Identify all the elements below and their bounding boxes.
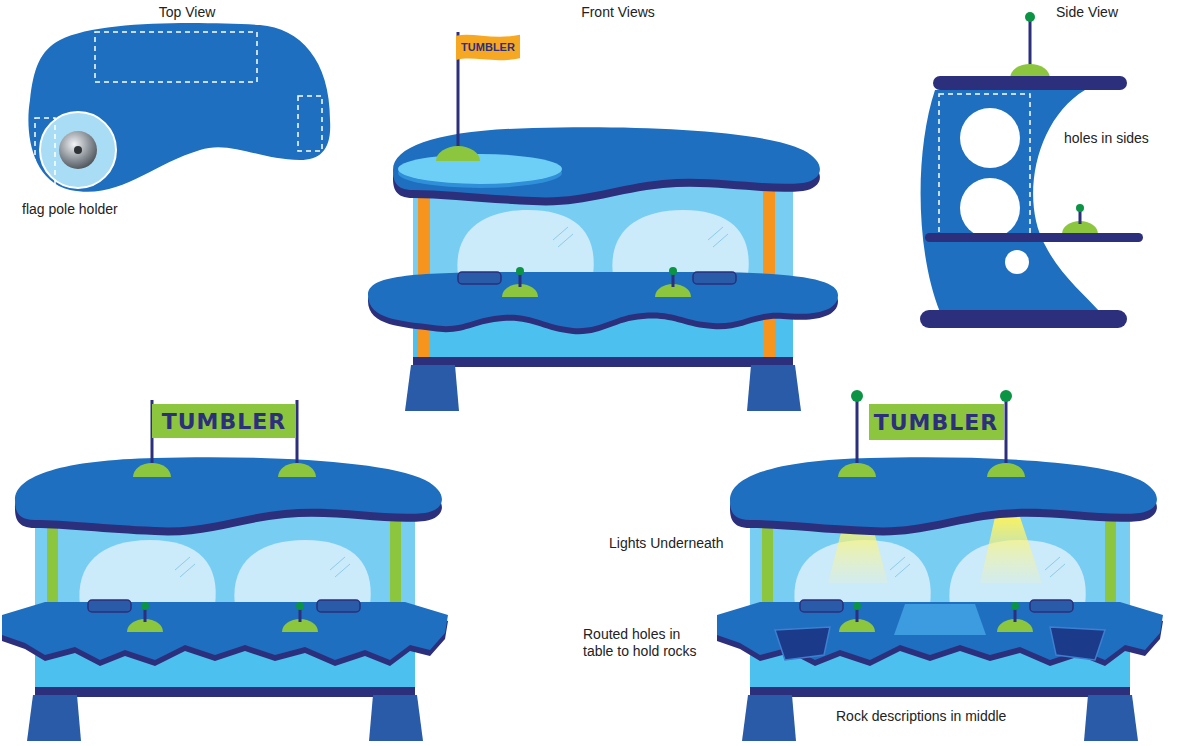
callout-label: flag pole holder [22, 201, 118, 218]
coin-slot [317, 600, 360, 612]
coin-slot [1030, 600, 1073, 612]
kiosk-top [15, 457, 442, 535]
top-view [28, 23, 330, 192]
sign-banner: TUMBLER [152, 404, 296, 438]
kiosk-table [717, 602, 1163, 666]
side-hole [1005, 250, 1029, 274]
callout-label: holes in sides [1064, 130, 1149, 147]
sign-pole [1005, 397, 1008, 471]
base-shelf [920, 310, 1127, 328]
light-beam [980, 517, 1042, 583]
hidden-outline [298, 96, 322, 151]
kiosk-base [405, 357, 801, 411]
pole-holder-dome [278, 463, 316, 477]
flag-banner: TUMBLER [456, 33, 520, 61]
sign-text: TUMBLER [162, 409, 287, 434]
hidden-outline [35, 118, 55, 184]
front-view-banner [2, 400, 448, 741]
joystick [1062, 204, 1098, 234]
flag-cloth [456, 35, 520, 60]
coin-slot [88, 600, 131, 612]
sign-text: TUMBLER [874, 410, 999, 435]
joystick [839, 602, 875, 632]
joystick [127, 602, 163, 632]
table-shelf [925, 233, 1143, 242]
callout-label: Routed holes in table to hold rocks [583, 626, 713, 660]
pole-ball [1000, 390, 1012, 402]
hidden-outline [939, 94, 1030, 234]
flag-holder-disc [40, 112, 116, 188]
routed-hole [775, 627, 830, 660]
callout-label: Lights Underneath [609, 535, 723, 552]
sign-pole [856, 397, 859, 471]
side-hole [960, 178, 1020, 238]
flag-disc [398, 154, 562, 184]
pole-ball [1025, 12, 1035, 22]
coin-slot [800, 600, 843, 612]
rock-description-panel [894, 604, 986, 635]
pole-holder-dome [1010, 64, 1050, 78]
kiosk-panel [750, 510, 1130, 690]
view-heading: Front Views [581, 4, 655, 21]
side-hole [960, 108, 1020, 168]
sign-banner: TUMBLER [869, 404, 1004, 440]
kiosk-table [2, 602, 448, 666]
flag-pole-holder [59, 131, 97, 169]
pole-hole [74, 146, 82, 154]
table-outline [28, 23, 330, 192]
kiosk-top [730, 457, 1157, 535]
coin-slot [693, 272, 736, 284]
routed-hole [1050, 627, 1105, 660]
callout-label: Rock descriptions in middle [836, 708, 1006, 725]
joystick [502, 267, 538, 297]
hidden-outline [95, 32, 257, 82]
joystick [282, 602, 318, 632]
coin-slot [458, 272, 501, 284]
joystick [997, 602, 1033, 632]
kiosk-table [368, 272, 838, 334]
pole-ball [851, 390, 863, 402]
view-heading: Side View [1056, 4, 1118, 21]
front-view-flag [368, 32, 838, 411]
pole-holder-dome [436, 146, 480, 161]
joystick [655, 267, 691, 297]
pole-holder-dome [838, 463, 876, 477]
pole-holder-dome [987, 463, 1025, 477]
view-heading: Top View [159, 4, 216, 21]
kiosk-panel [413, 180, 793, 360]
kiosk-panel [35, 510, 415, 690]
kiosk-base [742, 687, 1138, 741]
flag-pole [1029, 18, 1032, 70]
side-panel [921, 90, 1100, 312]
sign-text: TUMBLER [461, 41, 515, 53]
side-view [920, 12, 1143, 328]
top-shelf [933, 76, 1127, 90]
front-view-lights [717, 390, 1163, 741]
kiosk-base [27, 687, 423, 741]
pole-holder-dome [133, 463, 171, 477]
